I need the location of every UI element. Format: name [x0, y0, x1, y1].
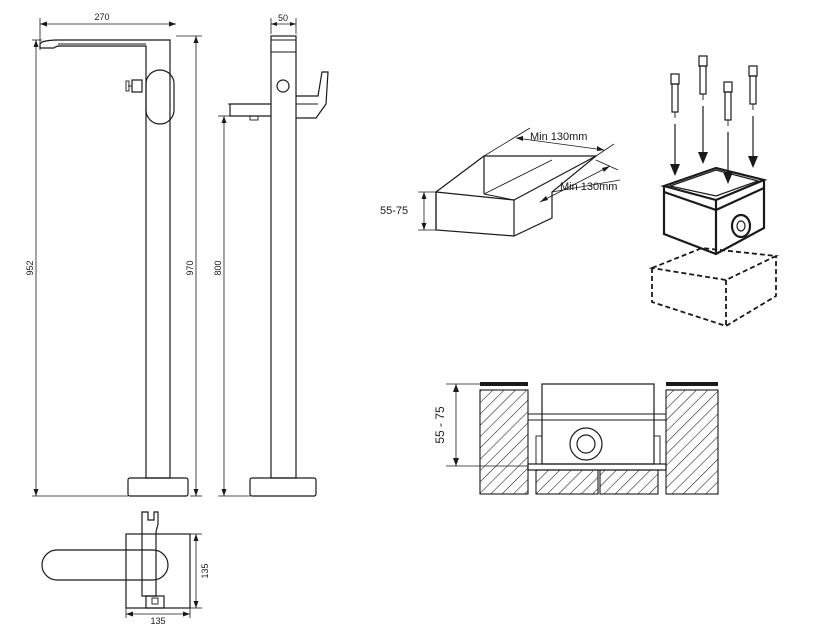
section-depth-label: 55 - 75	[433, 406, 447, 444]
niche-depth-label: 55-75	[380, 205, 408, 217]
screw-1	[670, 73, 680, 176]
section-diagram: 55 - 75	[433, 382, 719, 495]
dim-front-width: 270	[94, 12, 109, 22]
mounting-box-diagram	[648, 55, 780, 327]
dim-side-height: 970	[185, 260, 195, 275]
screw-2	[698, 55, 708, 164]
side-view: 50 970 800	[176, 13, 329, 497]
dim-spout-height: 800	[213, 260, 223, 275]
plan-view: 135 135	[41, 511, 210, 626]
dim-base-width: 135	[150, 616, 165, 626]
niche-diagram: Min 130mm Min 130mm 55-75	[380, 127, 621, 237]
dim-base-depth: 135	[200, 563, 210, 578]
front-view: 270 952	[25, 12, 189, 497]
niche-length-label: Min 130mm	[530, 131, 587, 143]
screw-4	[748, 65, 758, 168]
dim-side-depth: 50	[278, 13, 288, 23]
niche-width-label: Min 130mm	[560, 181, 617, 193]
screw-3	[723, 81, 733, 184]
dim-front-height-total: 952	[25, 260, 35, 275]
